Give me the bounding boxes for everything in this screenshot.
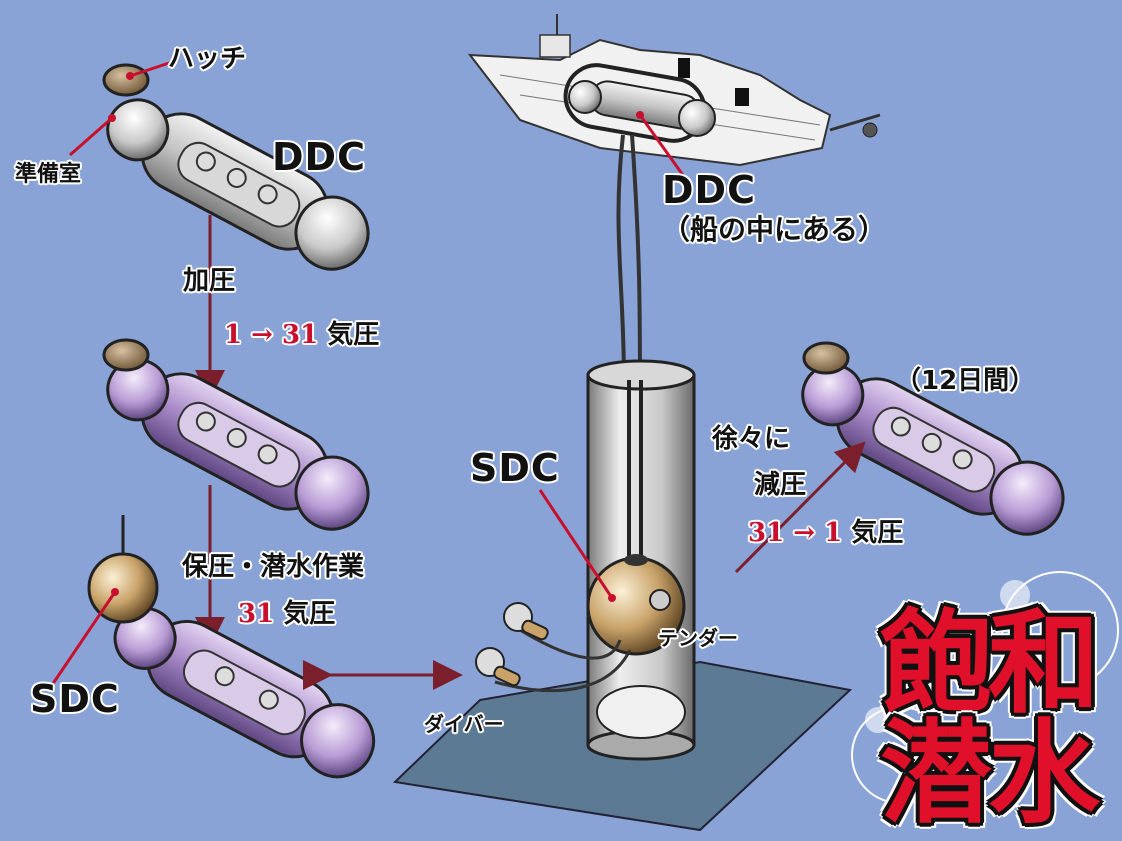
sdc-center-label: SDC [470,446,560,490]
prep-room-pointer [69,116,113,157]
ship-ddc-pointer [638,114,692,186]
title-line-1: 飽和 [880,599,1100,729]
prep-room-label: 準備室 [15,162,82,187]
hold-label: 保圧・潜水作業 [182,552,365,582]
hold-value: 31 [238,599,275,629]
title-line-2: 潜水 [880,709,1100,839]
ship-ddc-note: （船の中にある） [662,213,887,246]
bubbles [851,571,1119,804]
hold-pressure-label: 31 気圧 [238,593,335,630]
sdc-bell-center [586,554,686,656]
ddc-chamber-decompression [801,341,1065,536]
gradually-label: 徐々に [712,424,791,454]
hatch-pointer [129,58,179,78]
ddc-chamber-top [102,63,370,271]
decompress-change-label: 31 → 1 気圧 [748,512,903,549]
decompress-label: 減圧 [754,470,807,500]
diver-2 [475,647,521,687]
hold-unit: 気圧 [283,599,336,629]
pressure-unit: 気圧 [327,320,380,350]
ship [467,14,881,167]
decompress-arrow-text: → [793,518,816,548]
ddc-chamber-with-sdc [87,515,376,779]
decompress-arrow [734,441,866,574]
ship-ddc-label: DDC [662,168,756,212]
pressurize-label: 加圧 [183,266,236,296]
decompress-from: 31 [748,518,785,548]
sdc-left-pointer [48,591,117,689]
diver-label: ダイバー [424,712,504,736]
tender-label: テンダー [658,626,738,650]
decompress-to: 1 [824,518,843,548]
pressure-from: 1 [224,320,243,350]
pressure-to: 31 [282,320,319,350]
duration-label: （12日間） [895,366,1036,396]
sdc-center-pointer [538,489,614,599]
decompress-unit: 気圧 [851,518,904,548]
ddc-top-label: DDC [272,135,366,179]
hatch-label: ハッチ [168,44,247,74]
diver-1 [503,602,549,641]
sdc-left-label: SDC [30,677,120,721]
ddc-chamber-pressurized [102,338,370,531]
pressure-arrow: → [251,320,273,350]
pressure-change-label: 1 → 31 気圧 [224,314,379,351]
